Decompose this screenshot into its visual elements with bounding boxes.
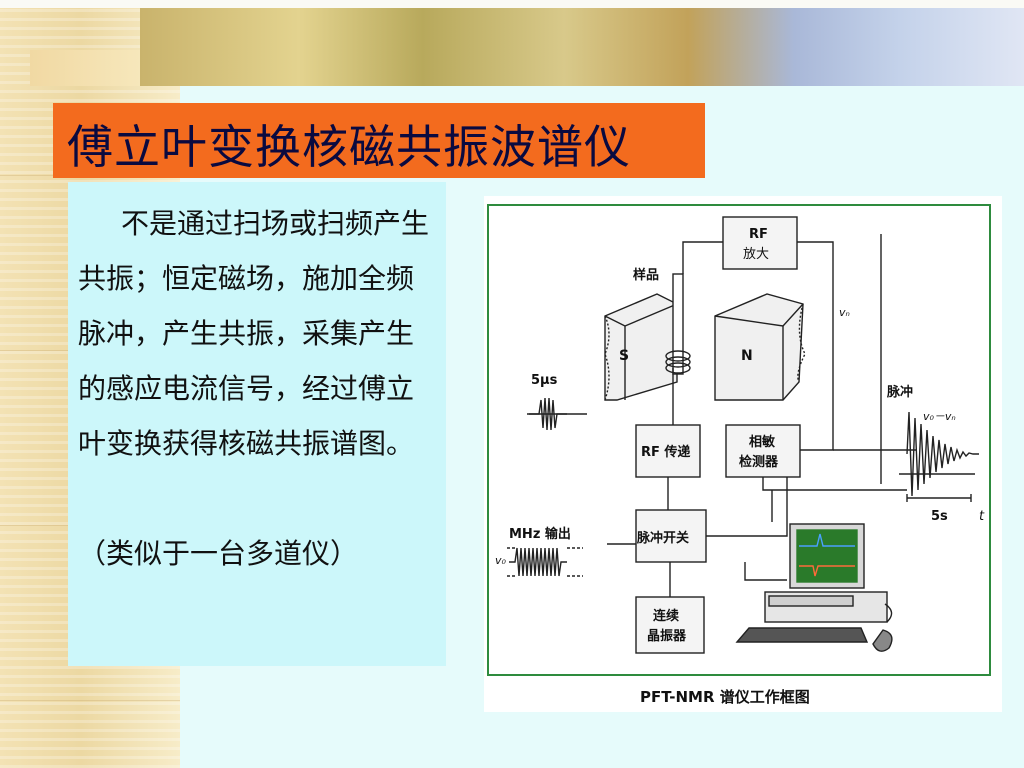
phase-detector-label-1: 相敏: [749, 434, 776, 450]
banner-strip: [30, 50, 140, 86]
time-5s-label: 5s: [931, 509, 948, 524]
computer-icon: [735, 523, 893, 652]
sample-label: 样品: [633, 267, 659, 283]
t-axis-label: t: [979, 509, 985, 524]
v0-label: v₀: [495, 554, 507, 567]
magnet-s-label: S: [619, 348, 629, 364]
description-paragraph: 不是通过扫场或扫频产生共振；恒定磁场，施加全频脉冲，产生共振，采集产生的感应电流…: [78, 207, 430, 460]
magnet-s: [604, 293, 678, 401]
mhz-output-label: MHz 输出: [509, 526, 571, 542]
slide-title-box: 傅立叶变换核磁共振波谱仪: [53, 103, 705, 178]
rf-amplifier-block: [722, 216, 798, 270]
pulse-width-label: 5μs: [531, 373, 558, 388]
magnet-n: [714, 293, 806, 401]
diagram-caption: PFT-NMR 谱仪工作框图: [640, 688, 810, 706]
oscillator-block: [635, 596, 705, 654]
analogy-note: （类似于一台多道仪）: [78, 537, 359, 570]
vn-label: vₙ: [839, 306, 850, 319]
top-edge: [0, 0, 1024, 8]
slide-title: 傅立叶变换核磁共振波谱仪: [67, 120, 631, 174]
pulse-switch-block: [635, 509, 707, 563]
rf-amplifier-label-1: RF: [749, 227, 768, 242]
magnet-n-label: N: [741, 348, 753, 364]
phase-detector-label-2: 检测器: [739, 454, 779, 470]
rf-transmit-label: RF 传递: [641, 444, 690, 460]
top-decor-banner: [140, 0, 1024, 86]
sample-tube: [665, 273, 691, 375]
pulse-switch-label: 脉冲开关: [636, 530, 689, 546]
nmr-block-diagram: RF 放大 RF 传递 相敏 检测器 脉冲开关 连续 晶振器 样品 S N 5μ…: [495, 216, 985, 654]
oscillator-label-2: 晶振器: [647, 628, 687, 644]
freq-diff-label: v₀－vₙ: [923, 410, 956, 423]
rf-amplifier-label-2: 放大: [743, 247, 769, 262]
pulse-label: 脉冲: [886, 384, 913, 400]
text-panel: 不是通过扫场或扫频产生共振；恒定磁场，施加全频脉冲，产生共振，采集产生的感应电流…: [68, 182, 446, 666]
oscillator-label-1: 连续: [653, 608, 679, 624]
